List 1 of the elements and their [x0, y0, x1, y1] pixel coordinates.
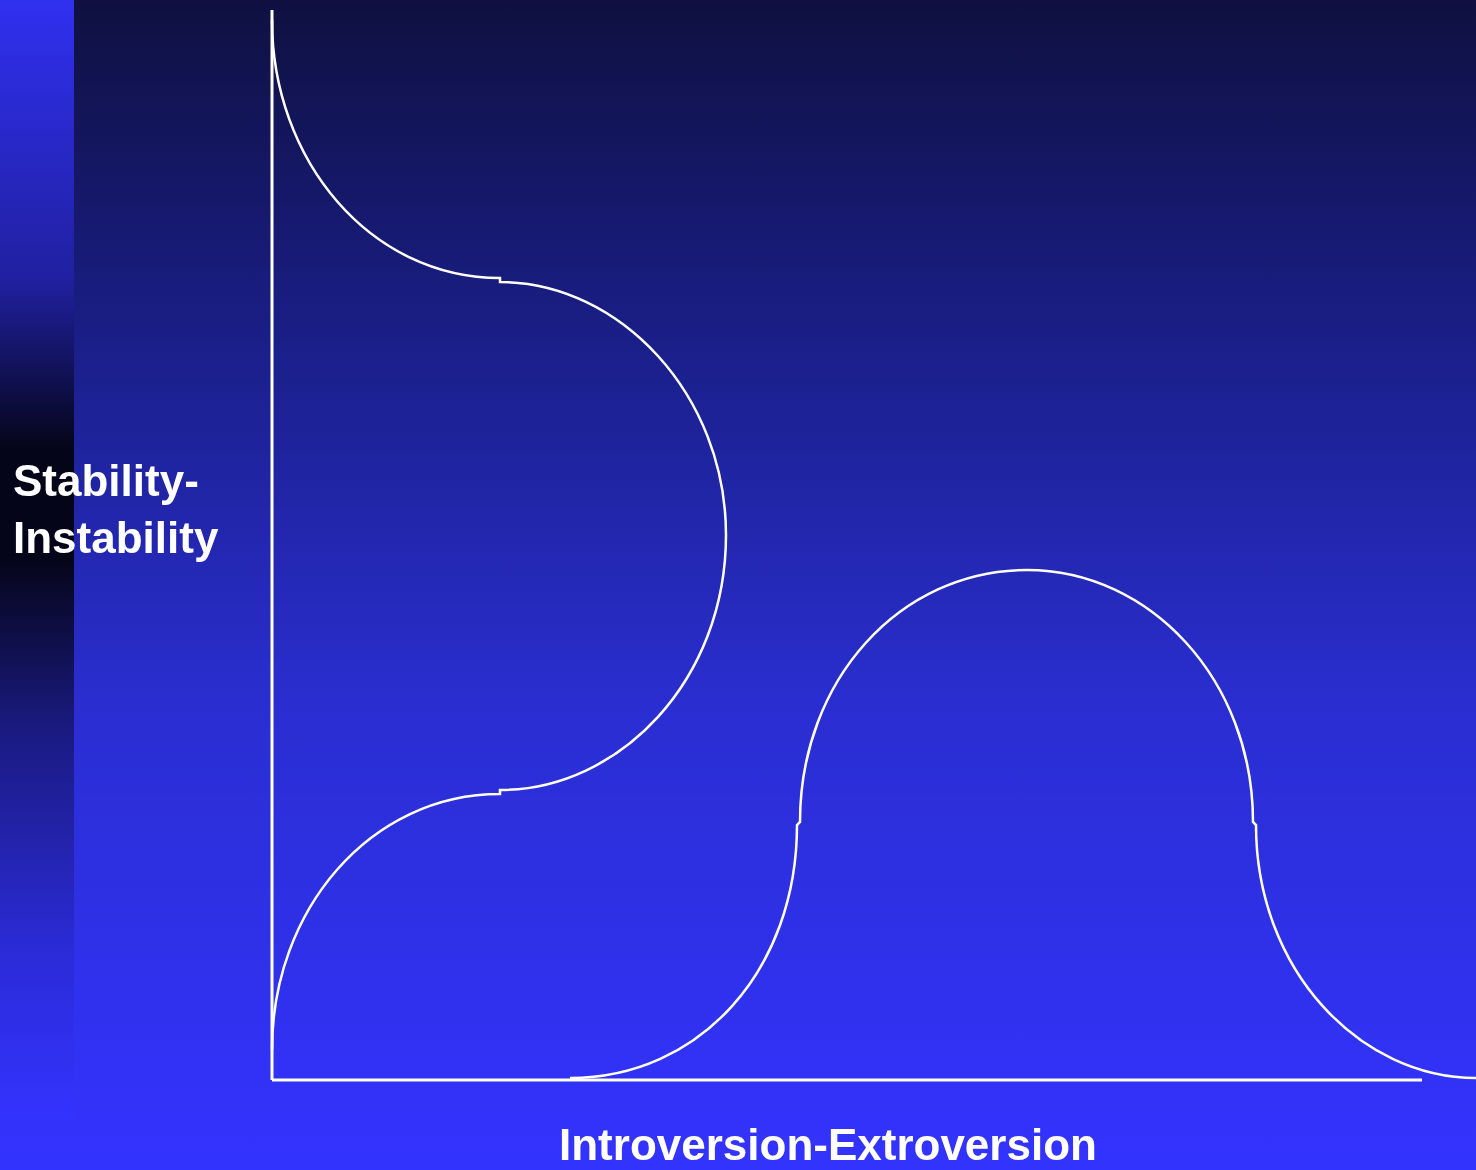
axis-title: Introversion-Extroversion	[559, 1119, 1097, 1170]
